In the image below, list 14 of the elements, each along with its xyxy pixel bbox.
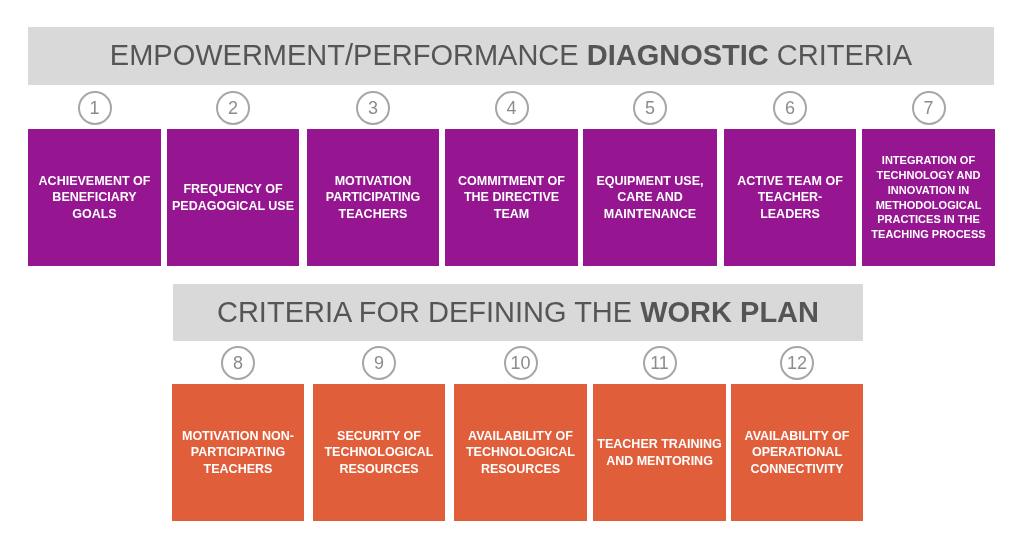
criterion-box: ACHIEVEMENT OF BENEFICIARY GOALS bbox=[28, 129, 161, 266]
criterion-box: ACTIVE TEAM OF TEACHER-LEADERS bbox=[724, 129, 856, 266]
criterion-box: AVAILABILITY OF TECHNOLOGICAL RESOURCES bbox=[454, 384, 587, 521]
section-heading-band: CRITERIA FOR DEFINING THE WORK PLAN bbox=[173, 284, 863, 341]
criterion-box: FREQUENCY OF PEDAGOGICAL USE bbox=[167, 129, 299, 266]
criterion-box: SECURITY OF TECHNOLOGICAL RESOURCES bbox=[313, 384, 445, 521]
criterion-box: MOTIVATION NON-PARTICIPATING TEACHERS bbox=[172, 384, 304, 521]
criterion-box: EQUIPMENT USE, CARE AND MAINTENANCE bbox=[583, 129, 717, 266]
criterion-box: COMMITMENT OF THE DIRECTIVE TEAM bbox=[445, 129, 578, 266]
criterion-box: AVAILABILITY OF OPERATIONAL CONNECTIVITY bbox=[731, 384, 863, 521]
criterion-box: MOTIVATION PARTICIPATING TEACHERS bbox=[307, 129, 439, 266]
criterion-box: INTEGRATION OF TECHNOLOGY AND INNOVATION IN METHODOLOGICAL PRACTICES IN THE TEACHING PROCESS bbox=[862, 129, 995, 266]
criterion-box: TEACHER TRAINING AND MENTORING bbox=[593, 384, 726, 521]
section-heading-band: EMPOWERMENT/PERFORMANCE DIAGNOSTIC CRITERIA bbox=[28, 27, 994, 85]
